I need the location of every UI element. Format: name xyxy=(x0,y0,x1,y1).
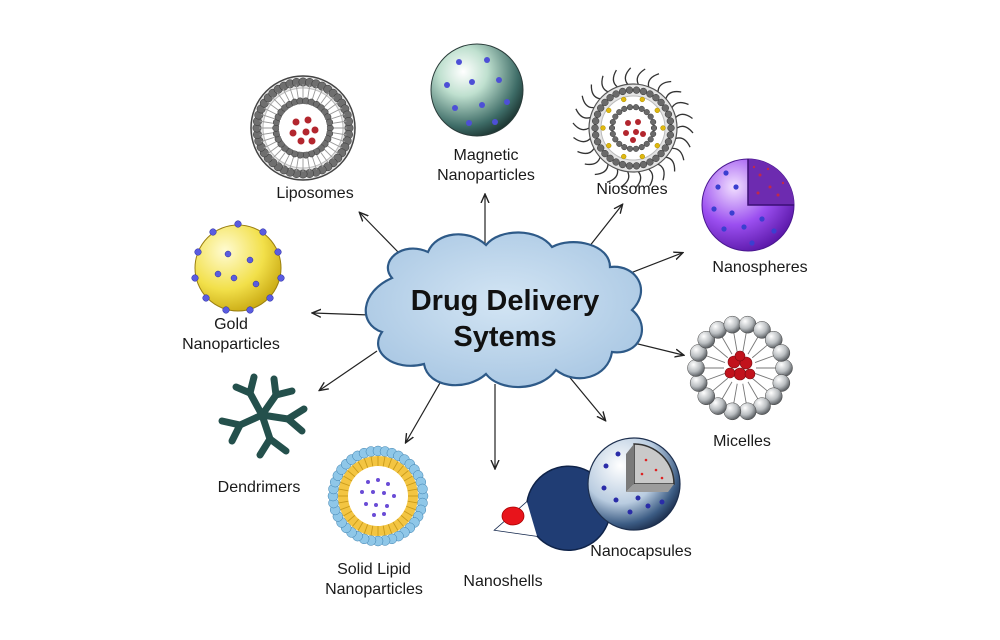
arrow-sln xyxy=(406,375,445,442)
label-gold: Gold Nanoparticles xyxy=(182,315,280,355)
arrow-dendrimers xyxy=(320,350,378,390)
niosome-icon xyxy=(572,67,694,189)
arrow-nanospheres xyxy=(627,253,682,275)
nanocapsule-icon xyxy=(587,437,681,531)
magnetic-nanoparticle-icon xyxy=(430,43,524,137)
label-gold-line2: Nanoparticles xyxy=(182,336,280,353)
liposome-icon xyxy=(250,75,356,181)
label-sln-line2: Nanoparticles xyxy=(325,581,423,598)
label-sln-line1: Solid Lipid xyxy=(337,561,411,578)
label-nanocapsules: Nanocapsules xyxy=(590,543,692,560)
center-title-line1: Drug Delivery xyxy=(410,285,600,317)
center-cloud xyxy=(364,231,643,389)
label-nanoshells: Nanoshells xyxy=(463,573,543,590)
label-magnetic: Magnetic Nanoparticles xyxy=(437,146,535,186)
arrow-liposomes xyxy=(360,213,401,255)
label-liposomes: Liposomes xyxy=(276,185,354,202)
label-magnetic-line1: Magnetic xyxy=(453,147,519,164)
label-sln: Solid Lipid Nanoparticles xyxy=(325,560,423,600)
micelle-icon xyxy=(687,315,793,421)
label-niosomes: Niosomes xyxy=(596,181,668,198)
label-micelles: Micelles xyxy=(713,433,771,450)
dendrimer-icon xyxy=(218,373,308,459)
nanosphere-icon xyxy=(701,158,795,252)
gold-nanoparticle-icon xyxy=(191,220,285,314)
solid-lipid-nanoparticle-icon xyxy=(327,445,429,547)
center-title-line2: Sytems xyxy=(453,321,557,353)
label-gold-line1: Gold xyxy=(214,316,248,333)
label-nanospheres: Nanospheres xyxy=(712,259,808,276)
label-magnetic-line2: Nanoparticles xyxy=(437,167,535,184)
center-title: Drug Delivery Sytems xyxy=(411,283,600,355)
arrow-gold xyxy=(313,313,371,315)
arrow-micelles xyxy=(629,341,683,355)
label-dendrimers: Dendrimers xyxy=(217,479,301,496)
